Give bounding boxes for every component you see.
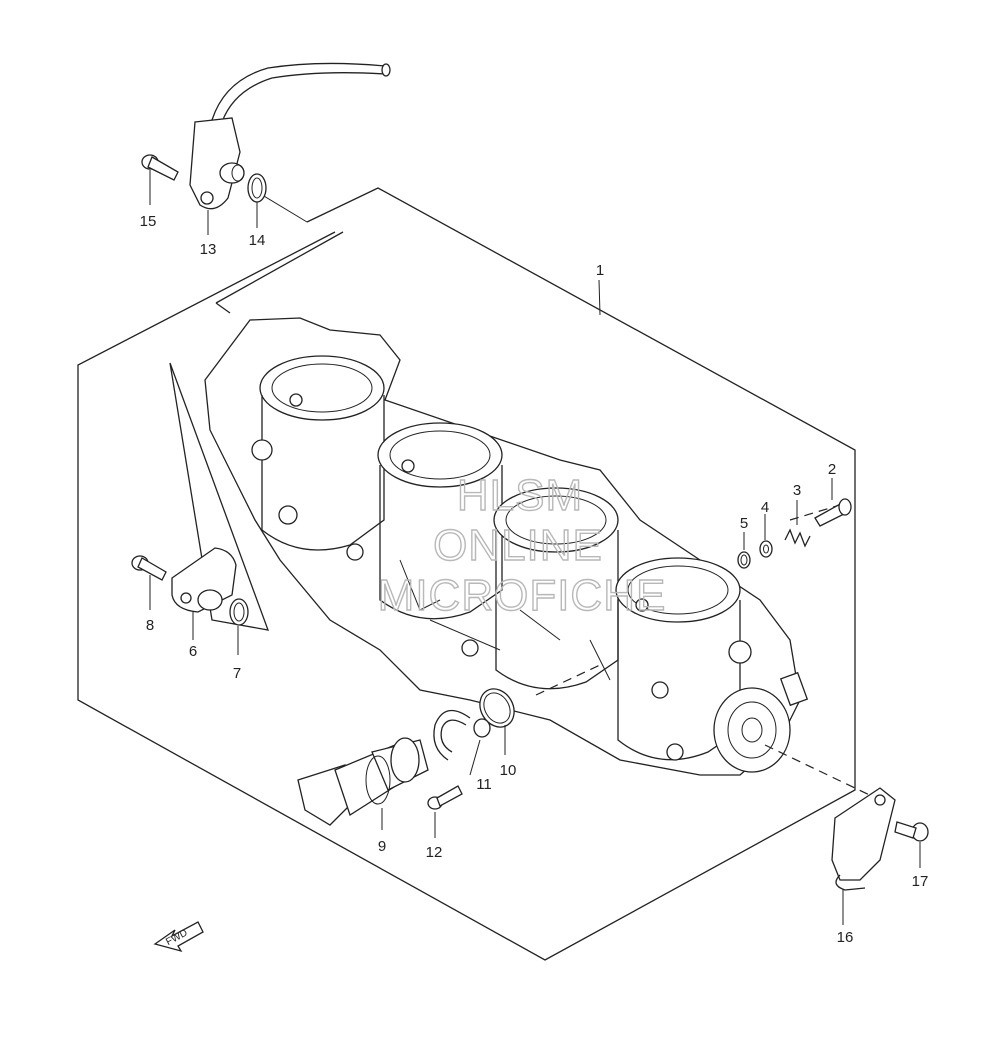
callout-17: 17 [912,873,929,890]
screw-8 [131,555,167,610]
watermark-line-3: MICROFICHE [378,571,667,620]
callout-14: 14 [249,232,266,249]
callout-16: 16 [837,929,854,946]
bracket-16 [831,787,896,925]
centerlines [535,504,881,801]
callout-1: 1 [596,262,604,279]
adjuster-screw-2 [814,478,852,527]
callout-10: 10 [500,762,517,779]
callout-8: 8 [146,617,154,634]
screw-17 [894,821,929,868]
sensor-6 [171,547,237,640]
washer-5 [737,532,751,569]
washer-4 [759,514,773,558]
callout-labels: 1 2 3 4 5 6 7 8 9 10 11 12 13 14 15 16 1… [140,213,929,946]
screw-15 [141,154,179,205]
callout-15: 15 [140,213,157,230]
actuator-9 [297,737,429,830]
callout-5: 5 [740,515,748,532]
leader-1 [598,279,601,316]
spring-3 [784,500,811,548]
callout-6: 6 [189,643,197,660]
watermark-line-1: HLSM [457,471,583,520]
callout-2: 2 [828,461,836,478]
watermark-line-2: ONLINE [433,521,603,570]
o-ring-14 [247,173,267,228]
o-ring-7 [229,598,249,655]
callout-7: 7 [233,665,241,682]
watermark: HLSM ONLINE MICROFICHE [377,470,667,620]
callout-4: 4 [761,499,769,516]
callout-13: 13 [200,241,217,258]
callout-11: 11 [476,776,492,793]
callout-9: 9 [378,838,386,855]
callout-12: 12 [426,844,443,861]
sensor-13 [189,62,391,235]
throttle-body-assembly [204,317,809,776]
clip-11 [433,709,491,776]
screw-12 [427,785,463,838]
callout-3: 3 [793,482,801,499]
fwd-arrow-icon: FWD [153,921,204,953]
o-ring-10 [479,688,515,755]
